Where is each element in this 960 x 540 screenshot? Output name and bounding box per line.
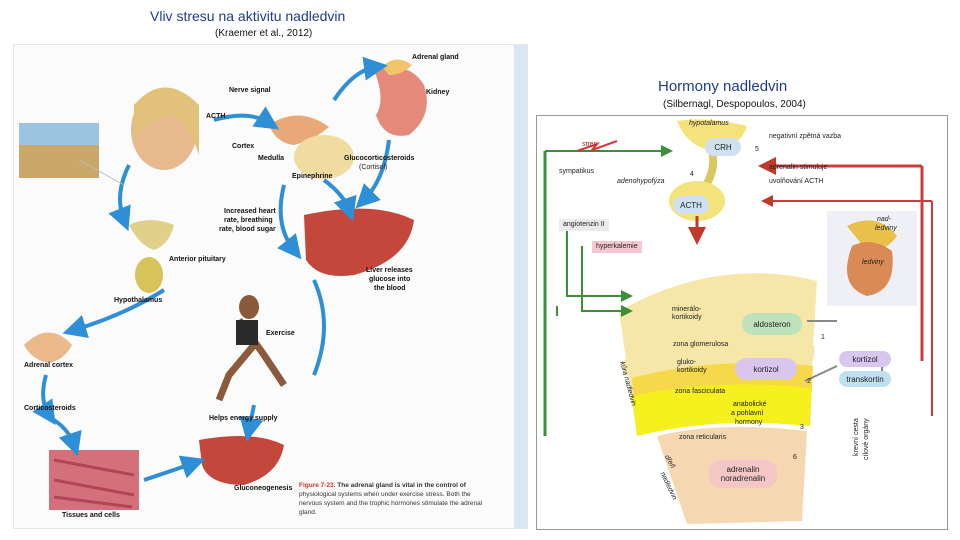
kidney-art <box>374 67 427 136</box>
hypotalamus-label: hypotalamus <box>689 120 729 127</box>
sympatikus-label: sympatikus <box>559 168 595 175</box>
runner <box>239 295 259 319</box>
label-adrenal-gland: Adrenal gland <box>412 54 459 61</box>
figure-caption: Figure 7-23. The adrenal gland is vital … <box>299 481 511 517</box>
mineralo-label-2: kortikoidy <box>672 314 702 321</box>
pituitary-art <box>129 220 174 250</box>
label-cortisol: (Cortisol) <box>359 164 388 171</box>
crh-pill: CRH <box>705 138 741 156</box>
adrenal-cross-section <box>294 135 354 179</box>
caption-number: Figure 7-23. <box>299 482 336 489</box>
negativni-label: negativní zpětná vazba <box>769 133 841 140</box>
adrenal-gland-top <box>269 115 329 145</box>
caption-line1: The adrenal gland is vital in the contro… <box>337 482 466 489</box>
right-citation: (Silbernagl, Despopoulos, 2004) <box>663 99 806 110</box>
liver-top <box>304 208 414 276</box>
label-tissues: Tissues and cells <box>62 512 120 519</box>
angiotenzin-label: angiotenzin II <box>559 219 609 231</box>
acth-pill: ACTH <box>673 196 709 214</box>
krevni-label-1: krevní cesta <box>853 418 860 456</box>
label-acth: ACTH <box>206 113 226 120</box>
right-title: Hormony nadledvin <box>658 78 788 95</box>
anabolicke-label-3: hormony <box>735 419 763 426</box>
label-medulla: Medulla <box>258 155 285 162</box>
adrenalin-label-1: adrenalin <box>726 465 760 474</box>
left-figure: Adrenal gland Nerve signal Kidney ACTH C… <box>13 44 528 529</box>
label-glucocorticosteroids: Glucocorticosteroids <box>344 155 415 162</box>
label-liver-releases-1: Liver releases <box>366 267 413 274</box>
label-hypothalamus: Hypothalamus <box>114 297 163 304</box>
num6: 6 <box>793 454 797 461</box>
caption-line2: physiological systems when under exercis… <box>299 491 471 498</box>
gluko-label-1: gluko- <box>677 359 697 366</box>
nadledviny-label-1: nad- <box>877 216 892 223</box>
caption-line3: nervous system and the trophic hormones … <box>299 500 483 507</box>
num3: 3 <box>800 424 804 431</box>
aldosteron-pill: aldosteron <box>742 313 802 335</box>
krevni-label-2: cílové orgány <box>863 418 870 460</box>
label-helps-energy: Helps energy supply <box>209 415 278 422</box>
label-adrenal-cortex: Adrenal cortex <box>24 362 74 369</box>
nadledviny-label-2: ledviny <box>875 225 897 232</box>
zona-reticularis-band <box>632 384 812 436</box>
adrenal-cortex-art <box>24 332 72 363</box>
right-figure: hypotalamus stres CRH 5 negativní zpětná… <box>536 115 948 530</box>
label-gluconeogenesis: Gluconeogenesis <box>234 485 293 492</box>
liver-bottom <box>199 436 284 485</box>
label-nerve-signal: Nerve signal <box>229 87 271 94</box>
label-cortex: Cortex <box>232 143 255 150</box>
label-anterior-pituitary: Anterior pituitary <box>169 256 226 263</box>
label-increased-heart-1: Increased heart <box>224 208 276 215</box>
num4: 4 <box>690 171 694 178</box>
zona-reticularis-label: zona reticularis <box>679 434 727 441</box>
label-corticosteroids: Corticosteroids <box>24 405 76 412</box>
num1: 1 <box>821 334 825 341</box>
gluko-label-2: kortikoidy <box>677 367 707 374</box>
label-liver-releases-3: the blood <box>374 285 406 292</box>
kortizol-pill: kortizol <box>735 358 797 380</box>
label-increased-heart-3: rate, blood sugar <box>219 226 276 233</box>
muscle-tissue <box>49 450 139 510</box>
stres-label: stres <box>582 141 598 148</box>
adrenalin-stim-label: adrenalin stimuluje <box>769 164 828 171</box>
page-edge <box>514 45 527 528</box>
hyperkalemie-label: hyperkalemie <box>592 241 642 253</box>
label-increased-heart-2: rate, breathing <box>224 217 273 224</box>
num5: 5 <box>755 146 759 153</box>
ledviny-label: ledviny <box>862 259 884 266</box>
transkortin-pill: transkortin <box>839 371 891 387</box>
adrenalin-pill: adrenalin noradrenalin <box>709 460 777 488</box>
anabolicke-label-1: anabolické <box>733 401 767 408</box>
kortizol-pill-2: kortizol <box>839 351 891 367</box>
left-figure-art <box>19 45 527 528</box>
uvolnovani-label: uvolňování ACTH <box>769 178 824 185</box>
caption-line4: gland. <box>299 509 317 516</box>
label-kidney: Kidney <box>426 89 450 96</box>
label-liver-releases-2: glucose into <box>369 276 411 283</box>
label-exercise: Exercise <box>266 330 295 337</box>
adenohypofyza-label: adenohypofýza <box>617 178 665 185</box>
num2: 2 <box>807 378 811 385</box>
mineralo-label-1: minerálo- <box>672 306 702 313</box>
zona-glomerulosa-label: zona glomerulosa <box>673 341 729 348</box>
left-citation: (Kraemer et al., 2012) <box>215 28 313 39</box>
label-epinephrine: Epinephrine <box>292 173 333 180</box>
anabolicke-label-2: a pohlavní <box>731 410 764 417</box>
adrenalin-label-2: noradrenalin <box>720 474 766 483</box>
zona-fasciculata-label: zona fasciculata <box>675 388 726 395</box>
left-title: Vliv stresu na aktivitu nadledvin <box>150 8 346 24</box>
